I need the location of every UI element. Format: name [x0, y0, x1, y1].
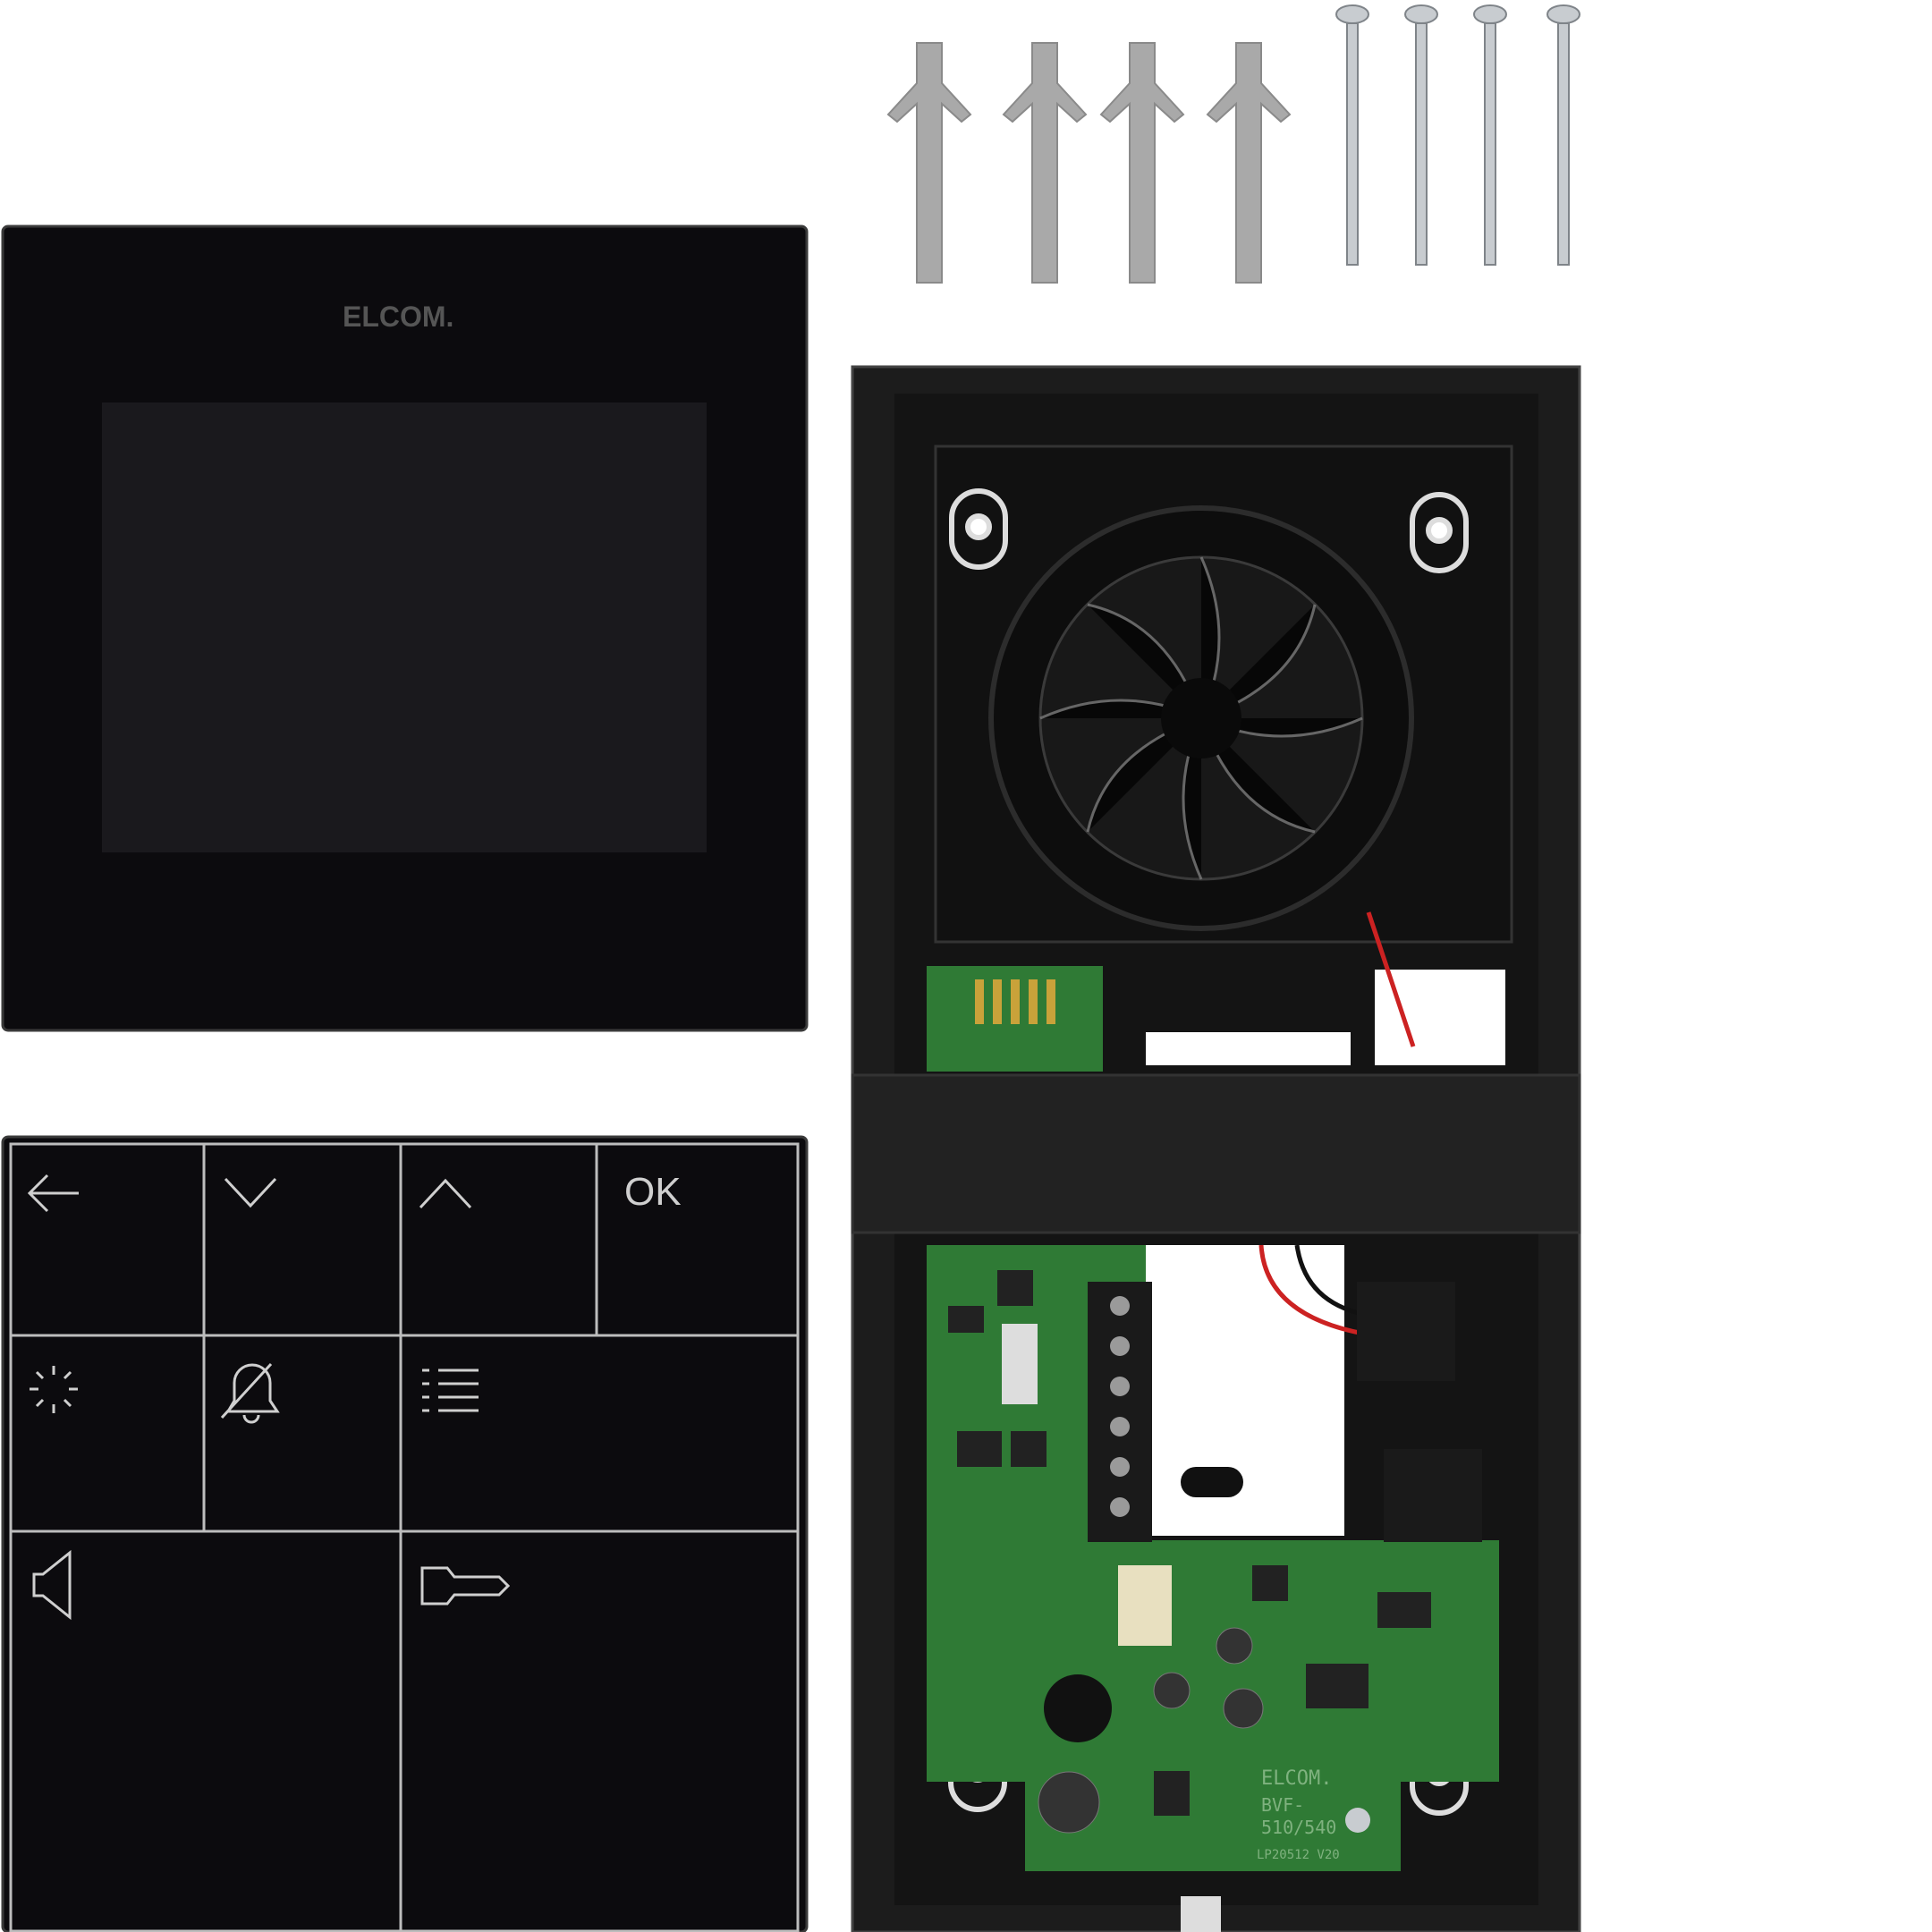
wall-anchor: [1206, 42, 1292, 284]
video-monitor: [1, 225, 809, 1032]
screw: [1546, 4, 1580, 266]
bell-muted-icon: [220, 1362, 280, 1424]
light-icon: [30, 1366, 78, 1413]
chevron-up-icon: [419, 1178, 472, 1209]
connector: [1357, 1282, 1455, 1381]
key-icon: [420, 1566, 511, 1606]
screw: [1335, 4, 1369, 266]
screw: [1473, 4, 1507, 266]
wall-anchor: [886, 42, 972, 284]
wall-anchor: [1099, 42, 1185, 284]
monitor-brand-logo: ELCOM.: [343, 301, 454, 333]
door-station: ELCOM. BVF- 510/540 LP20512 V20: [851, 365, 1581, 1932]
pcb-model: BVF-: [1261, 1794, 1304, 1816]
pcb-code: LP20512 V20: [1257, 1848, 1340, 1862]
pcb-model-number: 510/540: [1261, 1817, 1336, 1838]
wall-anchors: [886, 42, 1292, 284]
chevron-down-icon: [224, 1177, 277, 1208]
ok-key[interactable]: OK: [624, 1170, 682, 1214]
wall-anchor: [1002, 42, 1088, 284]
speaker-icon: [32, 1549, 72, 1621]
screws: [1335, 4, 1580, 266]
pcb-brand: ELCOM.: [1261, 1767, 1332, 1790]
screw: [1404, 4, 1438, 266]
arrow-left-icon: [27, 1174, 79, 1213]
keypad-panel: [1, 1135, 809, 1932]
display-screen: [102, 402, 707, 852]
connector: [1384, 1449, 1482, 1542]
list-icon: [422, 1368, 479, 1412]
middle-bar: [851, 1073, 1581, 1234]
